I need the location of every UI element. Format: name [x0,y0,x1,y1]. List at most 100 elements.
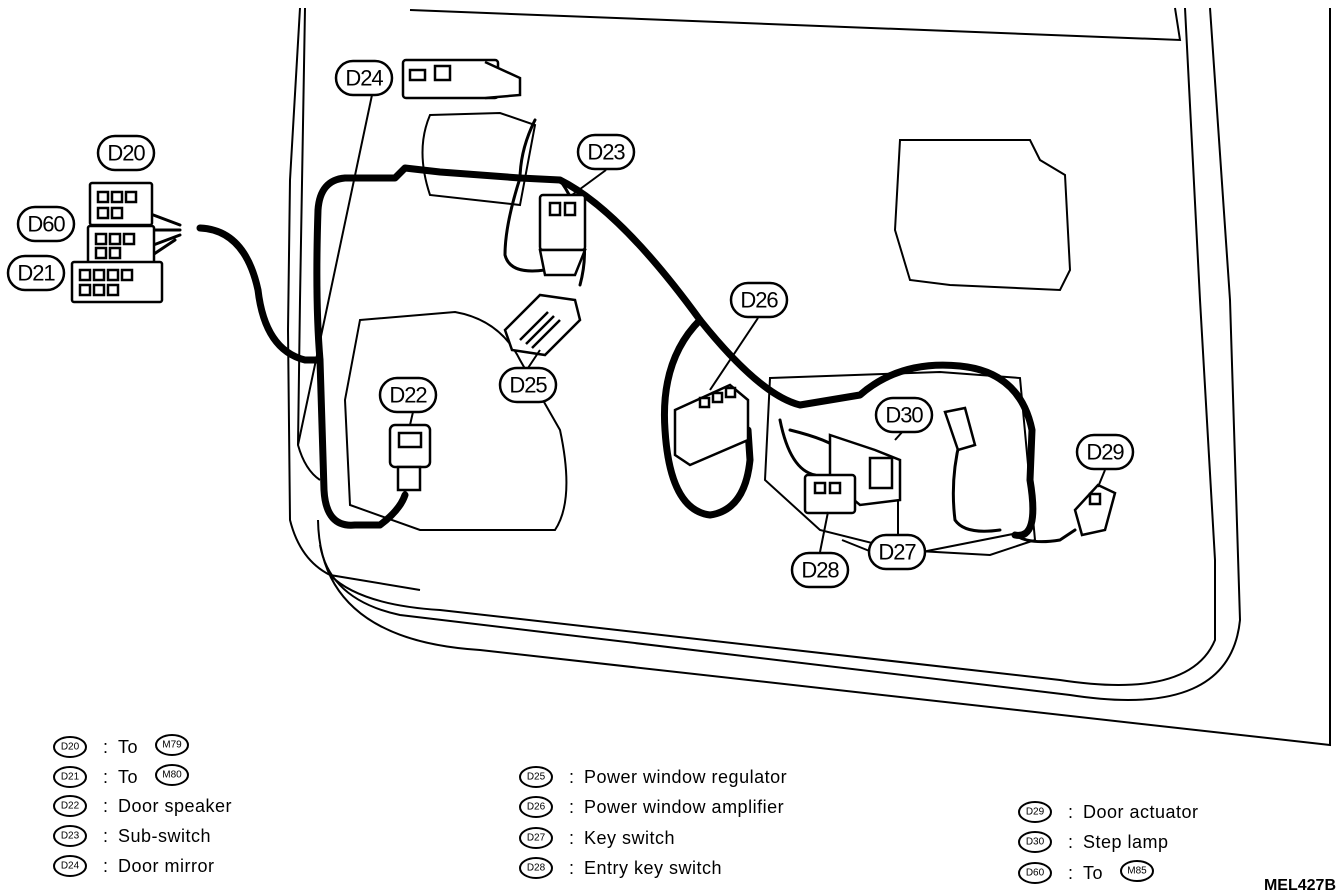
callout-label: D23 [587,140,625,165]
connector-d21-body [70,260,164,304]
callout-label: D27 [878,540,916,565]
legend-ref: M79 [162,740,182,751]
legend-code-outline [53,766,87,788]
legend-separator: : [569,858,575,878]
legend-ref: M80 [162,770,182,781]
legend-separator: : [1068,863,1074,883]
legend-ref: M85 [1127,866,1147,877]
callout-d29: D29 [1075,433,1135,471]
legend-separator: : [1068,832,1074,852]
callout-label: D30 [885,403,923,428]
legend-code-outline [53,736,87,758]
callout-bubble [1075,433,1135,471]
legend-code-outline [53,825,87,847]
callout-bubble [334,59,394,97]
callout-label: D26 [740,288,778,313]
door-panel-outline [286,7,1331,747]
callout-label: D24 [345,66,383,91]
legend-separator: : [1068,802,1074,822]
legend-code-outline [519,766,553,788]
legend-item: D60: To M85 [1018,860,1154,884]
callout-label: D21 [17,261,55,286]
legend-code: D21 [61,772,80,783]
legend-item: D20: To M79 [53,734,189,758]
legend-separator: : [569,828,575,848]
legend-ref-outline [155,764,189,786]
legend-ref-outline [1120,860,1154,882]
callout-d21: D21 [6,254,66,292]
legend-code: D60 [1026,868,1045,879]
legend-separator: : [103,767,109,787]
callout-label: D29 [1086,440,1124,465]
callout-bubble [498,366,558,404]
legend-description: Power window amplifier [584,797,784,817]
legend-description: To [1083,863,1103,883]
legend-description: Door mirror [118,856,215,876]
callout-label: D22 [389,383,427,408]
legend-description: Door speaker [118,796,232,816]
legend-item: D30: Step lamp [1018,831,1169,853]
callout-bubble [96,134,156,172]
legend-code: D30 [1026,837,1045,848]
legend-separator: : [103,737,109,757]
legend-description: Key switch [584,828,675,848]
main-harness [196,164,1037,539]
legend-code-outline [1018,831,1052,853]
connector-d29-body [1073,483,1117,537]
legend-code: D20 [61,742,80,753]
callout-bubble [576,133,636,171]
callout-d22: D22 [378,376,438,414]
legend-item: D23:Sub-switch [53,825,211,847]
callout-d20: D20 [96,134,156,172]
legend-item: D26:Power window amplifier [519,796,784,818]
legend-separator: : [103,796,109,816]
callout-d24: D24 [334,59,394,97]
legend-item: D25:Power window regulator [519,766,787,788]
callout-bubble [790,551,850,589]
legend-item: D27: Key switch [519,827,675,849]
legend-code-outline [519,857,553,879]
legend-code: D29 [1026,807,1045,818]
legend-ref-outline [155,734,189,756]
legend-code: D23 [61,831,80,842]
connector-d60-body [86,224,156,266]
callout-d30: D30 [874,396,934,434]
legend-code: D28 [527,863,546,874]
legend-item: D21: To M80 [53,764,189,788]
callout-bubble [874,396,934,434]
connector-d20-body [88,181,154,227]
connector-d28-body [803,473,857,515]
connector-d26-body [673,383,750,467]
legend-code-outline [519,796,553,818]
legend-description: Step lamp [1083,832,1169,852]
legend-code: D25 [527,772,546,783]
figure-reference: MEL427B [1264,877,1336,894]
callout-label: D20 [107,141,145,166]
connector-d22-body [388,423,432,492]
legend-separator: : [569,767,575,787]
legend-description: Sub-switch [118,826,211,846]
callout-d25: D25 [498,366,558,404]
legend-separator: : [103,856,109,876]
callout-d26: D26 [729,281,789,319]
callout-label: D25 [509,373,547,398]
legend-item: D29:Door actuator [1018,801,1198,823]
callout-bubble [16,205,76,243]
legend-item: D28:Entry key switch [519,857,722,879]
callout-bubble [867,533,927,571]
callout-bubble [6,254,66,292]
connector-d23-body [538,193,587,277]
legend-description: To [118,737,138,757]
legend-description: To [118,767,138,787]
legend-code-outline [519,827,553,849]
connector-d30-body [943,406,977,452]
legend-code: D27 [527,833,546,844]
connector-d25-body [503,293,582,357]
legend-item: D24:Door mirror [53,855,215,877]
callout-label: D60 [27,212,65,237]
callout-d23: D23 [576,133,636,171]
legend-code-outline [53,855,87,877]
legend-item: D22:Door speaker [53,795,232,817]
